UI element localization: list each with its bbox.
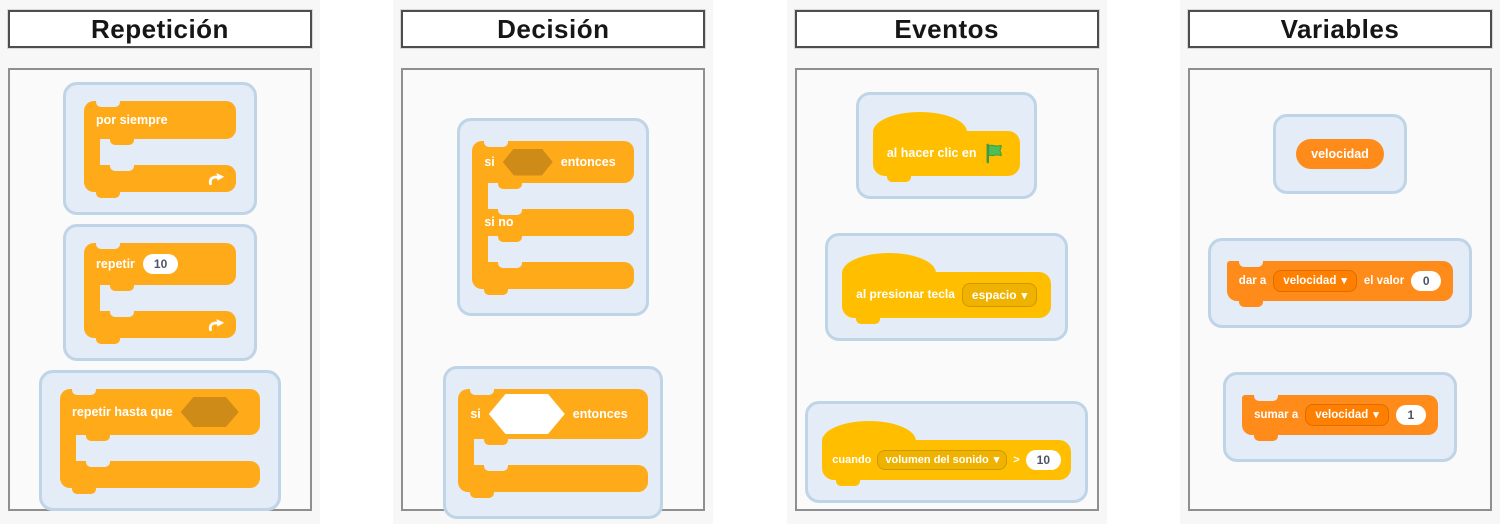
block-mouth	[458, 439, 648, 465]
column-header-decision: Decisión	[401, 10, 706, 48]
loop-arrow-icon	[208, 318, 225, 331]
block-spine	[458, 439, 475, 465]
block-card: repetir hasta que	[39, 370, 281, 511]
value-input[interactable]: 1	[1395, 405, 1426, 426]
column-title: Decisión	[497, 13, 610, 44]
block-spine	[472, 236, 489, 262]
block-spine	[84, 285, 100, 311]
block-card: por siempre	[63, 82, 257, 215]
dropdown-arrow-icon	[994, 454, 1000, 466]
block-top-arm: repetir 10	[84, 243, 236, 291]
variable-dropdown[interactable]: velocidad	[1305, 404, 1389, 427]
block-cuando-volumen[interactable]: cuando volumen del sonido > 10	[822, 421, 1072, 486]
operator-label: >	[1013, 454, 1020, 466]
block-por-siempre[interactable]: por siempre	[84, 101, 236, 198]
block-top-arm: por siempre	[84, 101, 236, 145]
block-top-arm: si entonces	[458, 389, 649, 445]
block-label: al hacer clic en	[886, 146, 977, 161]
block-top-arm: repetir hasta que	[60, 389, 260, 441]
block-card: dar a velocidad el valor 0	[1207, 238, 1473, 329]
boolean-slot-empty[interactable]	[488, 394, 565, 434]
dropdown-value: velocidad	[1283, 275, 1337, 288]
panel-variables: velocidad dar a velocidad el valor 0 sum…	[1187, 68, 1492, 511]
block-variable-velocidad[interactable]: velocidad	[1296, 139, 1384, 170]
block-spine	[60, 435, 76, 461]
block-mouth	[84, 285, 236, 311]
block-card: repetir 10	[63, 224, 257, 361]
column-decision: Decisión si entonces si no	[393, 0, 714, 524]
block-bottom-arm	[472, 262, 635, 295]
column-repeticion: Repetición por siempre	[0, 0, 320, 524]
block-bottom-arm	[84, 311, 236, 344]
dropdown-arrow-icon	[1022, 288, 1028, 302]
block-label: repetir	[96, 256, 135, 271]
sensor-dropdown[interactable]: volumen del sonido	[877, 450, 1008, 470]
block-card: velocidad	[1273, 114, 1407, 195]
block-al-hacer-clic[interactable]: al hacer clic en	[872, 112, 1021, 182]
block-card: cuando volumen del sonido > 10	[805, 401, 1089, 503]
boolean-slot[interactable]	[180, 397, 239, 427]
column-title: Repetición	[91, 13, 229, 44]
block-label-then: entonces	[572, 406, 628, 421]
block-repetir[interactable]: repetir 10	[84, 243, 236, 344]
block-else-arm: si no	[472, 209, 635, 242]
block-al-presionar-tecla[interactable]: al presionar tecla espacio	[842, 253, 1052, 324]
block-label: repetir hasta que	[72, 404, 173, 419]
block-mouth	[472, 236, 634, 262]
dropdown-value: velocidad	[1315, 409, 1369, 422]
block-card: si entonces si no	[457, 118, 650, 316]
column-header-variables: Variables	[1187, 10, 1492, 48]
block-top-arm: si entonces	[472, 141, 635, 189]
dropdown-value: volumen del sonido	[885, 454, 989, 466]
block-repetir-hasta-que[interactable]: repetir hasta que	[60, 389, 260, 494]
column-header-eventos: Eventos	[794, 10, 1099, 48]
repeat-count-input[interactable]: 10	[142, 254, 179, 274]
block-spine	[84, 139, 100, 165]
green-flag-icon	[987, 143, 1003, 164]
dropdown-arrow-icon	[1341, 275, 1347, 287]
panel-decision: si entonces si no si	[401, 68, 706, 519]
block-card: al hacer clic en	[855, 92, 1038, 199]
block-label-2: el valor	[1363, 274, 1405, 287]
block-mouth	[60, 435, 260, 461]
value-input[interactable]: 0	[1411, 271, 1442, 292]
key-dropdown[interactable]: espacio	[961, 283, 1038, 307]
block-bottom-arm	[84, 165, 236, 198]
column-header-repeticion: Repetición	[8, 10, 312, 48]
panel-eventos: al hacer clic en al presionar tecla espa…	[794, 68, 1099, 511]
loop-arrow-icon	[208, 172, 225, 185]
block-label-if: si	[484, 154, 495, 169]
boolean-slot[interactable]	[502, 148, 553, 176]
block-card: si entonces	[443, 366, 664, 519]
dropdown-value: espacio	[971, 288, 1017, 302]
block-label-then: entonces	[560, 154, 616, 169]
dropdown-arrow-icon	[1373, 409, 1379, 421]
threshold-input[interactable]: 10	[1025, 450, 1062, 470]
block-label: sumar a	[1254, 408, 1299, 421]
column-eventos: Eventos al hacer clic en al presionar te…	[786, 0, 1107, 524]
block-dar-a[interactable]: dar a velocidad el valor 0	[1226, 261, 1454, 308]
block-label-if: si	[470, 406, 481, 421]
block-label-else: si no	[484, 215, 514, 230]
variable-dropdown[interactable]: velocidad	[1273, 270, 1357, 293]
block-spine	[472, 183, 489, 209]
column-title: Eventos	[894, 13, 999, 44]
panel-repeticion: por siempre repetir 10	[8, 68, 312, 511]
block-si-entonces[interactable]: si entonces	[458, 389, 649, 498]
block-mouth	[472, 183, 634, 209]
block-card: sumar a velocidad 1	[1223, 372, 1457, 463]
block-bottom-arm	[60, 461, 260, 494]
block-card: al presionar tecla espacio	[825, 233, 1069, 341]
block-sumar-a[interactable]: sumar a velocidad 1	[1242, 395, 1438, 442]
block-mouth	[84, 139, 236, 165]
column-variables: Variables velocidad dar a velocidad el v…	[1179, 0, 1500, 524]
block-label: dar a	[1238, 274, 1267, 287]
block-bottom-arm	[458, 465, 649, 498]
block-label: al presionar tecla	[856, 287, 955, 302]
block-label: cuando	[832, 453, 872, 466]
block-label: por siempre	[96, 112, 168, 127]
block-si-entonces-sino[interactable]: si entonces si no	[472, 141, 635, 295]
column-title: Variables	[1280, 13, 1400, 44]
